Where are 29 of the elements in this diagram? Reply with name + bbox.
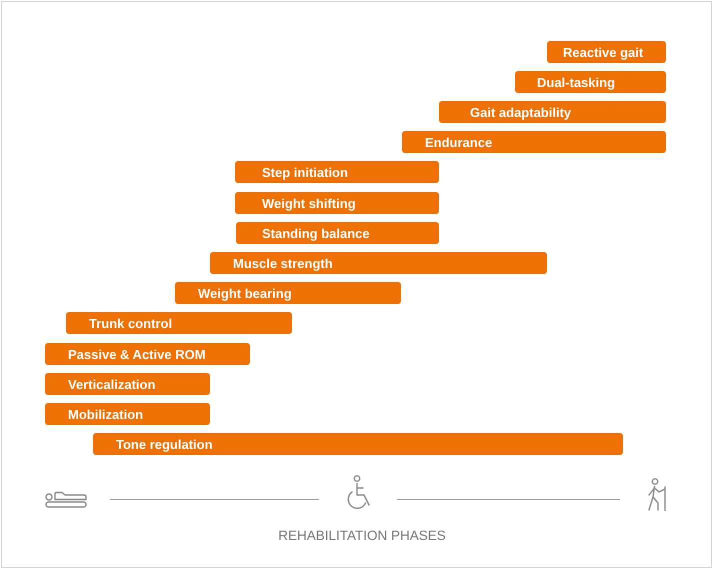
phase-bar <box>175 282 401 304</box>
bar-label: Gait adaptability <box>470 104 572 120</box>
bar-label: Mobilization <box>68 406 144 422</box>
bar-label: Trunk control <box>89 316 172 330</box>
phase-bar <box>45 343 250 365</box>
bar-label: Verticalization <box>68 376 156 392</box>
bar-label: Weight bearing <box>198 286 292 300</box>
bar-label: Endurance <box>425 134 492 150</box>
bar-label: Standing balance <box>262 226 370 240</box>
phase-bar <box>93 433 623 455</box>
bar-label: Muscle strength <box>233 256 333 270</box>
bar-label: Tone regulation <box>116 436 213 452</box>
phase-bar <box>235 192 439 214</box>
phase-bar <box>515 71 666 93</box>
phase-bar <box>402 131 666 153</box>
phase-bar <box>547 41 666 63</box>
bar-label: Dual-tasking <box>537 74 616 90</box>
phase-bar <box>210 252 547 274</box>
phase-bar <box>236 222 439 244</box>
bar-label: Reactive gait <box>563 44 644 60</box>
bar-label: Weight shifting <box>262 196 356 210</box>
bar-label: Step initiation <box>262 164 348 180</box>
phase-bar <box>45 403 210 425</box>
phase-bar <box>439 101 666 123</box>
phase-bar <box>235 161 439 183</box>
bar-label: Passive & Active ROM <box>68 346 206 362</box>
phase-bar <box>66 312 292 334</box>
phase-bar <box>45 373 210 395</box>
axis-title: REHABILITATION PHASES <box>278 528 446 544</box>
